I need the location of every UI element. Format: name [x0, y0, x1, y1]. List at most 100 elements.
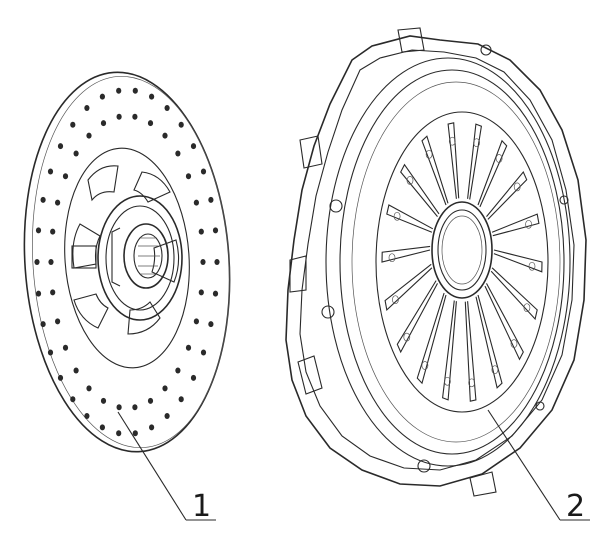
- finger-rivet: [425, 149, 433, 159]
- finger-rivet: [495, 154, 503, 163]
- rivet-hole: [86, 132, 92, 139]
- finger-rivet: [473, 138, 480, 148]
- rivet-hole: [132, 430, 138, 437]
- diaphragm-finger: [467, 123, 483, 200]
- rivet-hole: [214, 259, 220, 265]
- callout-2: 2: [487, 409, 590, 524]
- rivet-hole: [190, 374, 197, 381]
- rivet-hole: [132, 113, 138, 120]
- rivet-hole: [62, 173, 69, 180]
- diaphragm-finger: [493, 249, 543, 273]
- rivet-hole: [185, 344, 192, 351]
- rivet-hole: [99, 424, 105, 431]
- diaphragm-finger: [447, 122, 460, 199]
- pressure-plate-icon: [285, 27, 587, 497]
- cover-lugs: [289, 27, 497, 497]
- rivet-hole: [47, 168, 54, 175]
- diaphragm-finger: [484, 283, 524, 361]
- diaphragm-finger: [491, 213, 540, 237]
- diaphragm-finger: [386, 204, 434, 233]
- diaphragm-finger: [477, 139, 508, 208]
- rivet-hole: [208, 321, 214, 328]
- finger-rivet: [393, 211, 401, 221]
- finger-rivet: [525, 219, 532, 229]
- finger-rivet: [388, 253, 396, 263]
- damper-springs: [72, 165, 180, 335]
- rivet-hole: [35, 290, 42, 297]
- rivet-hole: [193, 318, 199, 325]
- rivet-hole: [35, 227, 42, 234]
- rivet-hole: [200, 349, 207, 356]
- rivet-hole: [198, 228, 204, 235]
- callout-1-label: 1: [192, 489, 211, 524]
- rivet-hole: [73, 367, 79, 374]
- rivet-hole: [84, 413, 90, 419]
- diaphragm-finger: [442, 300, 457, 401]
- rivet-hole: [162, 132, 168, 139]
- diaphragm-finger: [400, 163, 440, 217]
- hub-splines: [138, 237, 160, 275]
- diaphragm-finger: [486, 170, 528, 220]
- rivet-hole: [190, 143, 197, 150]
- rivet-hole: [175, 367, 181, 374]
- rivet-hole: [200, 259, 206, 265]
- rivet-hole: [57, 143, 64, 150]
- rivet-hole: [162, 385, 168, 392]
- rivet-hole: [164, 413, 170, 419]
- diaphragm-finger: [416, 292, 447, 385]
- rivet-hole: [200, 168, 207, 175]
- diaphragm-finger: [384, 263, 433, 311]
- finger-rivet: [468, 378, 476, 388]
- diaphragm-finger: [396, 280, 438, 354]
- finger-rivet: [491, 365, 499, 375]
- rivet-hole: [116, 404, 122, 411]
- finger-rivet: [528, 261, 536, 271]
- finger-rivet: [510, 339, 518, 348]
- finger-rivet: [403, 332, 411, 342]
- finger-rivet: [513, 182, 521, 192]
- diaphragm-finger: [490, 267, 538, 321]
- rivet-hole: [50, 289, 56, 296]
- rivet-hole: [185, 173, 192, 180]
- rivet-hole: [132, 404, 138, 411]
- rivet-hole: [175, 150, 181, 157]
- finger-rivet: [448, 136, 456, 146]
- rivet-hole: [70, 121, 76, 128]
- rivet-hole: [70, 396, 76, 403]
- rivet-hole: [149, 93, 155, 100]
- rivet-hole: [198, 289, 204, 296]
- rivet-hole: [178, 121, 184, 128]
- rivet-hole: [48, 259, 54, 265]
- rivet-hole: [40, 321, 46, 328]
- rivet-hole: [50, 228, 56, 235]
- clutch-disc-icon: [23, 71, 231, 453]
- rivet-hole: [100, 397, 107, 404]
- finger-rivet: [406, 176, 414, 185]
- rivet-hole: [178, 396, 184, 403]
- rivet-hole: [116, 87, 122, 94]
- rivet-hole: [47, 349, 54, 356]
- rivet-hole: [57, 374, 64, 381]
- rivet-hole: [116, 430, 122, 437]
- rivet-hole: [84, 105, 90, 111]
- rivet-hole: [40, 196, 46, 203]
- rivet-hole: [55, 318, 61, 325]
- finger-rivet: [523, 303, 531, 313]
- rivet-hole: [147, 120, 154, 127]
- finger-rivet: [444, 376, 451, 386]
- diaphragm-finger: [421, 135, 449, 206]
- finger-rivet: [421, 361, 429, 370]
- callout-2-label: 2: [566, 489, 585, 524]
- rivet-hole: [132, 87, 138, 94]
- diaphragm-finger: [475, 294, 503, 389]
- rivet-hole: [100, 120, 107, 127]
- rivet-hole: [149, 424, 155, 431]
- rivet-hole: [193, 199, 199, 206]
- rivet-hole: [55, 199, 61, 206]
- rivet-hole: [116, 113, 122, 120]
- rivet-hole: [147, 397, 154, 404]
- rivet-holes: [34, 87, 220, 437]
- rivet-hole: [164, 105, 170, 111]
- rivet-hole: [73, 150, 79, 157]
